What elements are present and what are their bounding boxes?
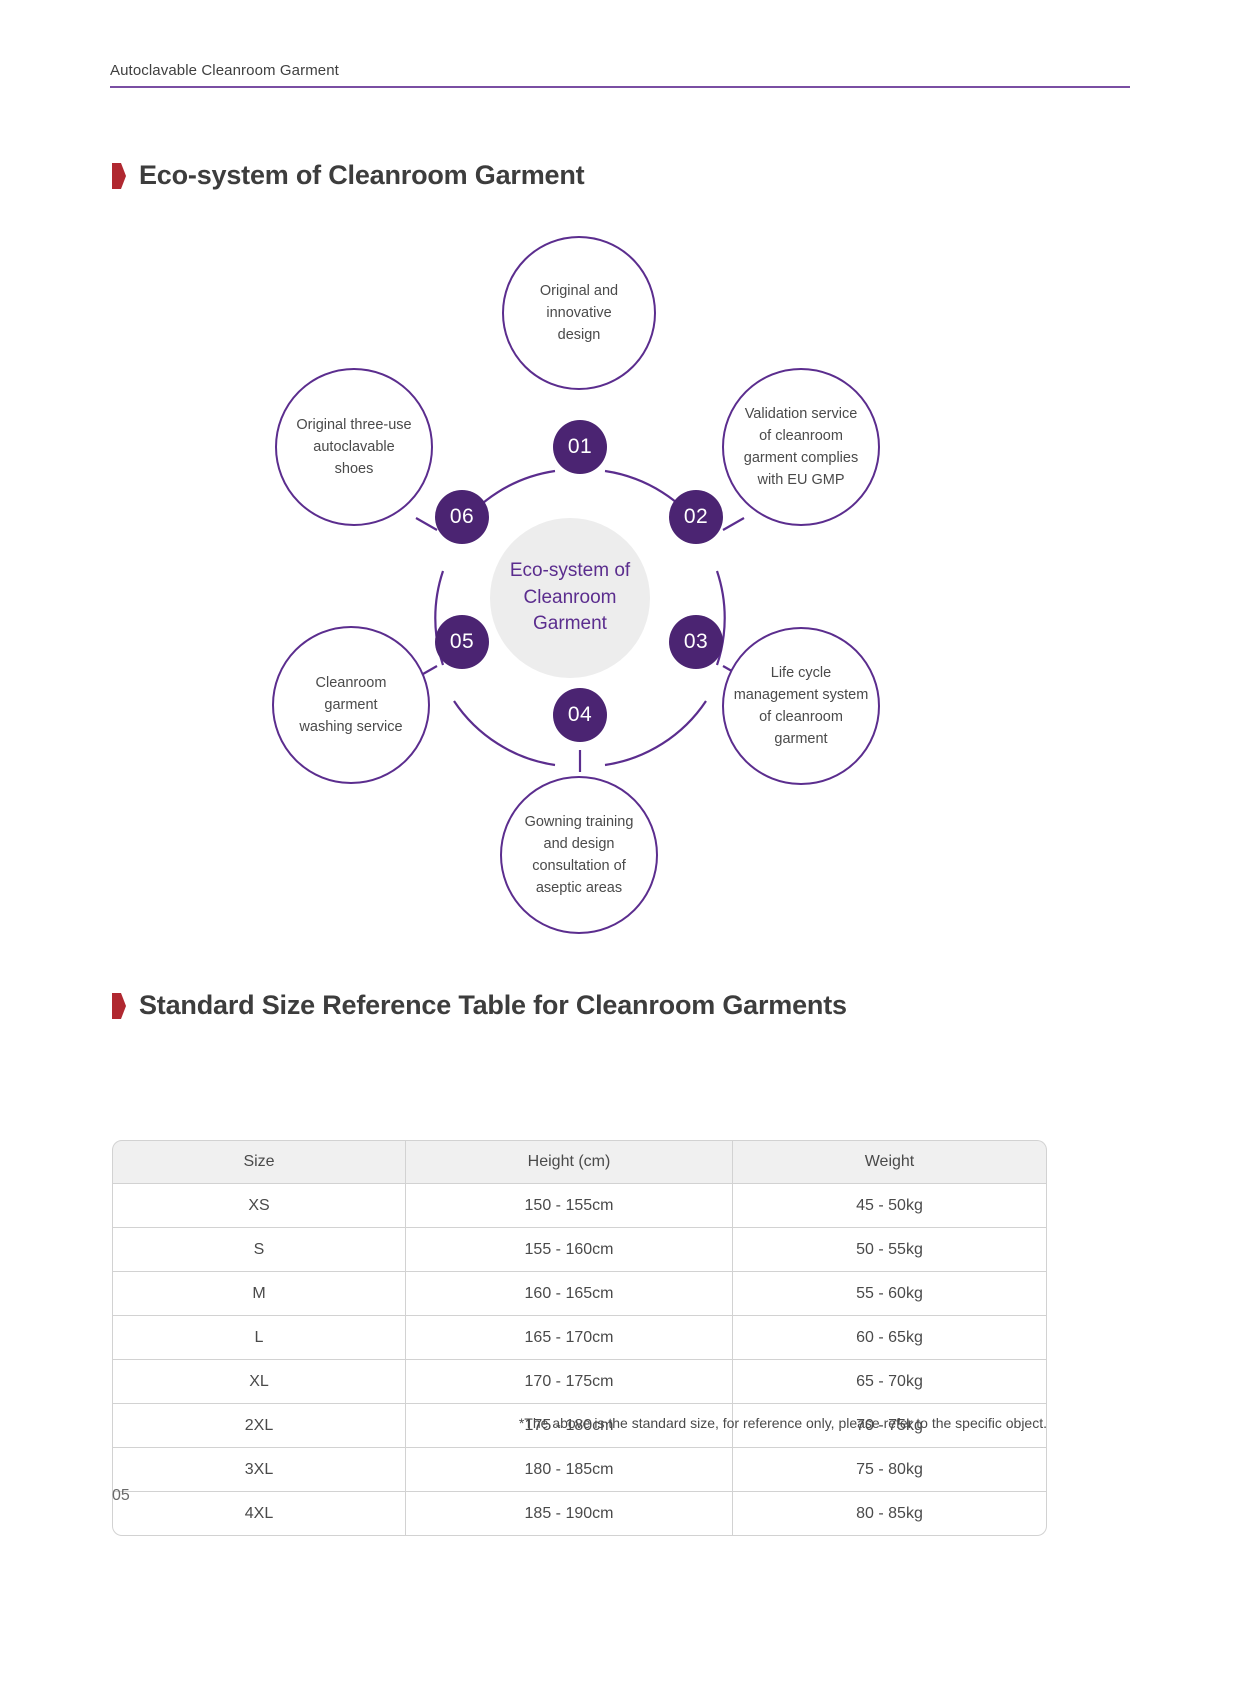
- diagram-bubble-03-label: Life cycle management system of cleanroo…: [733, 664, 869, 748]
- diagram-bubble-01: Original and innovative design: [502, 236, 656, 390]
- diagram-hub: Eco-system of Cleanroom Garment: [490, 518, 650, 678]
- page-number: 05: [112, 1487, 130, 1504]
- column-header-height: Height (cm): [406, 1140, 733, 1184]
- table-cell-weight: 80 - 85kg: [733, 1492, 1047, 1536]
- table-cell-weight: 75 - 80kg: [733, 1448, 1047, 1492]
- table-cell-weight: 55 - 60kg: [733, 1272, 1047, 1316]
- table-cell-height: 175 - 180cm: [406, 1404, 733, 1448]
- diagram-bubble-04: Gowning training and design consultation…: [500, 776, 658, 934]
- table-cell-size: M: [112, 1272, 406, 1316]
- diagram-badge-04: 04: [553, 688, 607, 742]
- diagram-bubble-03: Life cycle management system of cleanroo…: [722, 627, 880, 785]
- diagram-badge-01: 01: [553, 420, 607, 474]
- running-header-text: Autoclavable Cleanroom Garment: [110, 62, 339, 79]
- section-title-ecosystem: Eco-system of Cleanroom Garment: [112, 160, 585, 191]
- table-cell-height: 180 - 185cm: [406, 1448, 733, 1492]
- table-cell-size: S: [112, 1228, 406, 1272]
- page-title: Eco-system of Cleanroom Garment: [139, 160, 585, 190]
- column-header-size: Size: [112, 1140, 406, 1184]
- diagram-badge-04-number: 04: [567, 703, 593, 726]
- table-cell-size: XS: [112, 1184, 406, 1228]
- table-header-row: Size Height (cm) Weight: [112, 1140, 1047, 1184]
- diagram-badge-06-number: 06: [449, 505, 475, 528]
- flag-bookmark-icon: [112, 162, 126, 189]
- table-cell-size: L: [112, 1316, 406, 1360]
- running-header: Autoclavable Cleanroom Garment: [110, 62, 1130, 88]
- diagram-bubble-05: Cleanroom garment washing service: [272, 626, 430, 784]
- diagram-badge-03-number: 03: [683, 630, 709, 653]
- diagram-bubble-02-label: Validation service of cleanroom garment …: [743, 405, 859, 489]
- table-cell-weight: 50 - 55kg: [733, 1228, 1047, 1272]
- diagram-bubble-02: Validation service of cleanroom garment …: [722, 368, 880, 526]
- size-table-title: Standard Size Reference Table for Cleanr…: [139, 990, 847, 1020]
- table-cell-size: 4XL: [112, 1492, 406, 1536]
- diagram-bubble-01-label: Original and innovative design: [539, 282, 619, 344]
- column-header-weight: Weight: [733, 1140, 1047, 1184]
- diagram-bubble-05-label: Cleanroom garment washing service: [299, 674, 403, 736]
- diagram-bubble-06: Original three-use autoclavable shoes: [275, 368, 433, 526]
- table-cell-height: 155 - 160cm: [406, 1228, 733, 1272]
- table-cell-weight: 60 - 65kg: [733, 1316, 1047, 1360]
- table-cell-size: 2XL: [112, 1404, 406, 1448]
- diagram-badge-01-number: 01: [567, 435, 593, 458]
- table-cell-height: 170 - 175cm: [406, 1360, 733, 1404]
- table-footnote: *The above is the standard size, for ref…: [518, 1415, 1047, 1431]
- diagram-badge-06: 06: [435, 490, 489, 544]
- table-cell-height: 150 - 155cm: [406, 1184, 733, 1228]
- table-cell-size: XL: [112, 1360, 406, 1404]
- table-cell-size: 3XL: [112, 1448, 406, 1492]
- flag-bookmark-icon: [112, 992, 126, 1019]
- diagram-bubble-04-label: Gowning training and design consultation…: [524, 813, 634, 897]
- table-cell-height: 185 - 190cm: [406, 1492, 733, 1536]
- diagram-badge-02-number: 02: [683, 505, 709, 528]
- diagram-bubble-06-label: Original three-use autoclavable shoes: [296, 416, 412, 478]
- table-cell-weight: 45 - 50kg: [733, 1184, 1047, 1228]
- table-cell-weight: 70 - 75kg: [733, 1404, 1047, 1448]
- header-rule: [110, 86, 1130, 88]
- diagram-badge-03: 03: [669, 615, 723, 669]
- diagram-badge-02: 02: [669, 490, 723, 544]
- diagram-hub-label: Eco-system of Cleanroom Garment: [509, 559, 631, 635]
- table-cell-height: 165 - 170cm: [406, 1316, 733, 1360]
- diagram-badge-05-number: 05: [449, 630, 475, 653]
- section-title-size-table: Standard Size Reference Table for Cleanr…: [112, 990, 847, 1021]
- ecosystem-diagram: Eco-system of Cleanroom Garment Original…: [250, 228, 950, 934]
- table-cell-height: 160 - 165cm: [406, 1272, 733, 1316]
- table-cell-weight: 65 - 70kg: [733, 1360, 1047, 1404]
- diagram-badge-05: 05: [435, 615, 489, 669]
